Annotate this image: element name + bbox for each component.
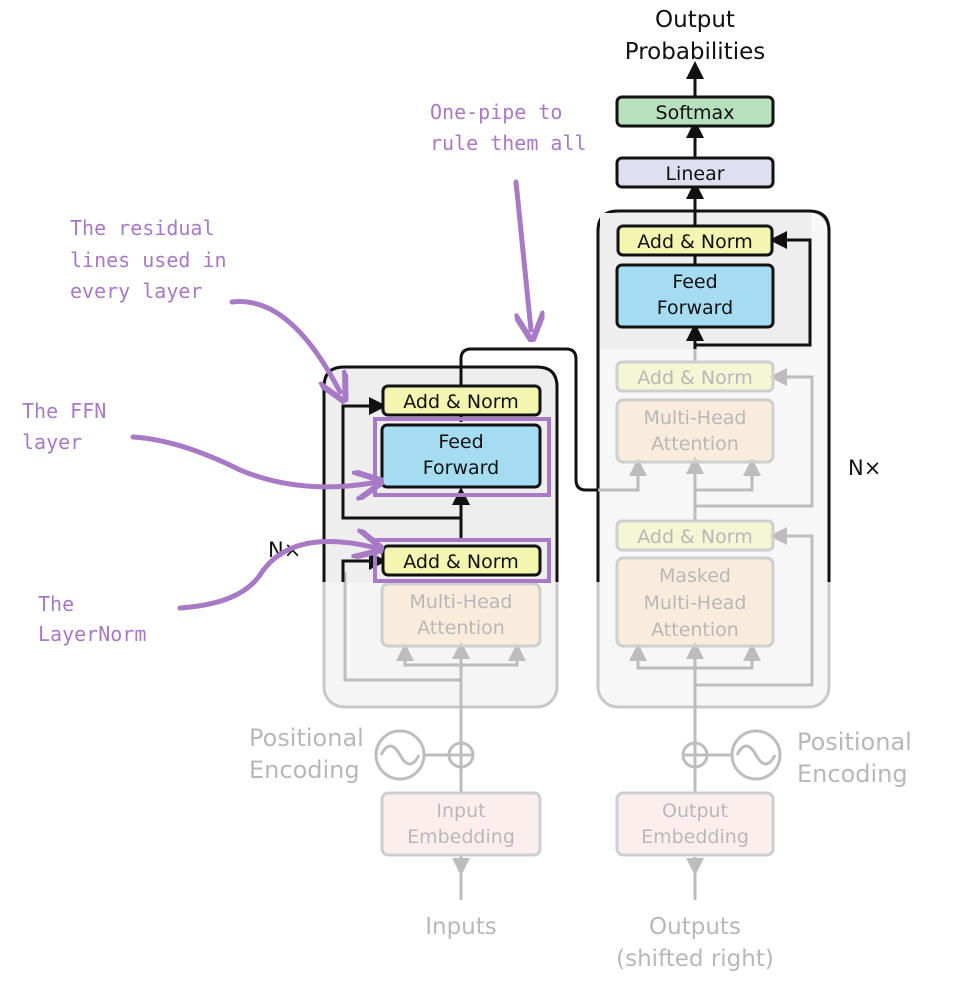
input-embedding-box [380, 791, 542, 857]
encoder-add-norm-top [381, 384, 542, 417]
linear-label: Linear [665, 163, 724, 185]
encoder-positional-encoding [374, 729, 475, 781]
output-embedding-line1: Output [662, 800, 728, 822]
softmax-label: Softmax [656, 102, 735, 124]
softmax-box [615, 95, 775, 128]
encoder-feed-forward [380, 423, 542, 489]
residual-annotation-arrow [229, 299, 340, 392]
decoder-masked-line1: Masked [659, 565, 731, 587]
annotation-arrows [130, 179, 531, 611]
layernorm-annotation-arrow [177, 542, 372, 611]
decoder-mha-line2: Attention [651, 433, 739, 455]
residual-annotation-line2: lines used in [70, 248, 227, 272]
input-embedding-line1: Input [436, 800, 485, 822]
encoder-layernorm-highlight [373, 538, 551, 583]
residual-annotation-line1: The residual [70, 216, 215, 240]
ffn-annotation-line1: The FFN [22, 399, 106, 423]
decoder-add-norm-bottom-label: Add & Norm [637, 526, 753, 548]
decoder-dark-flow [686, 61, 812, 349]
decoder-feed-forward-line2: Forward [657, 297, 733, 319]
decoder-add-norm-bottom [615, 519, 775, 552]
encoder-ffn-highlight [373, 417, 551, 497]
output-embedding-box [615, 791, 775, 857]
inputs-label: Inputs [425, 914, 497, 940]
decoder-add-norm-top-label: Add & Norm [637, 231, 753, 253]
ffn-annotation-line2: layer [22, 430, 82, 454]
encoder-faded-flow [343, 572, 526, 900]
encoder-dark-flow [341, 347, 598, 582]
output-probabilities-line2: Probabilities [625, 39, 766, 65]
pipe-annotation-arrow [513, 179, 531, 330]
encoder-positional-line1: Positional [249, 724, 364, 752]
encoder-mha-line1: Multi-Head [410, 591, 513, 613]
encoder-add-norm-bottom [381, 544, 542, 577]
outputs-label-line2: (shifted right) [616, 946, 774, 972]
pipe-annotation-line2: rule them all [430, 131, 587, 155]
decoder-masked-mha-box [615, 556, 775, 648]
pipe-annotation-line1: One-pipe to [430, 100, 562, 124]
decoder-nx-label: N× [848, 456, 881, 480]
encoder-positional-line2: Encoding [249, 756, 360, 784]
decoder-feed-forward-line1: Feed [672, 271, 717, 293]
layernorm-annotation-line2: LayerNorm [38, 622, 146, 646]
residual-annotation-line3: every layer [70, 279, 202, 303]
decoder-faded-flow [598, 330, 814, 900]
input-embedding-line2: Embedding [407, 826, 515, 848]
layernorm-annotation-line1: The [38, 592, 74, 616]
encoder-mha-box [380, 582, 542, 648]
decoder-masked-line3: Attention [651, 619, 739, 641]
decoder-feed-forward [615, 263, 775, 329]
output-embedding-line2: Embedding [641, 826, 749, 848]
decoder-positional-line1: Positional [797, 728, 912, 756]
ffn-annotation-arrow [130, 434, 372, 487]
decoder-add-norm-top [616, 224, 774, 257]
encoder-add-norm-top-label: Add & Norm [403, 391, 519, 413]
decoder-mha-line1: Multi-Head [644, 407, 747, 429]
decoder-add-norm-mid-label: Add & Norm [637, 367, 753, 389]
decoder-positional-encoding [681, 729, 782, 781]
encoder-feed-forward-line1: Feed [438, 431, 483, 453]
linear-box [615, 156, 775, 189]
decoder-masked-line2: Multi-Head [644, 592, 747, 614]
decoder-mha-box [615, 398, 775, 464]
outputs-label-line1: Outputs [649, 914, 741, 940]
encoder-feed-forward-line2: Forward [423, 457, 499, 479]
decoder-add-norm-mid [615, 360, 775, 393]
encoder-add-norm-bottom-label: Add & Norm [403, 551, 519, 573]
decoder-positional-line2: Encoding [797, 760, 908, 788]
encoder-mha-line2: Attention [417, 617, 505, 639]
output-probabilities-line1: Output [655, 7, 735, 33]
